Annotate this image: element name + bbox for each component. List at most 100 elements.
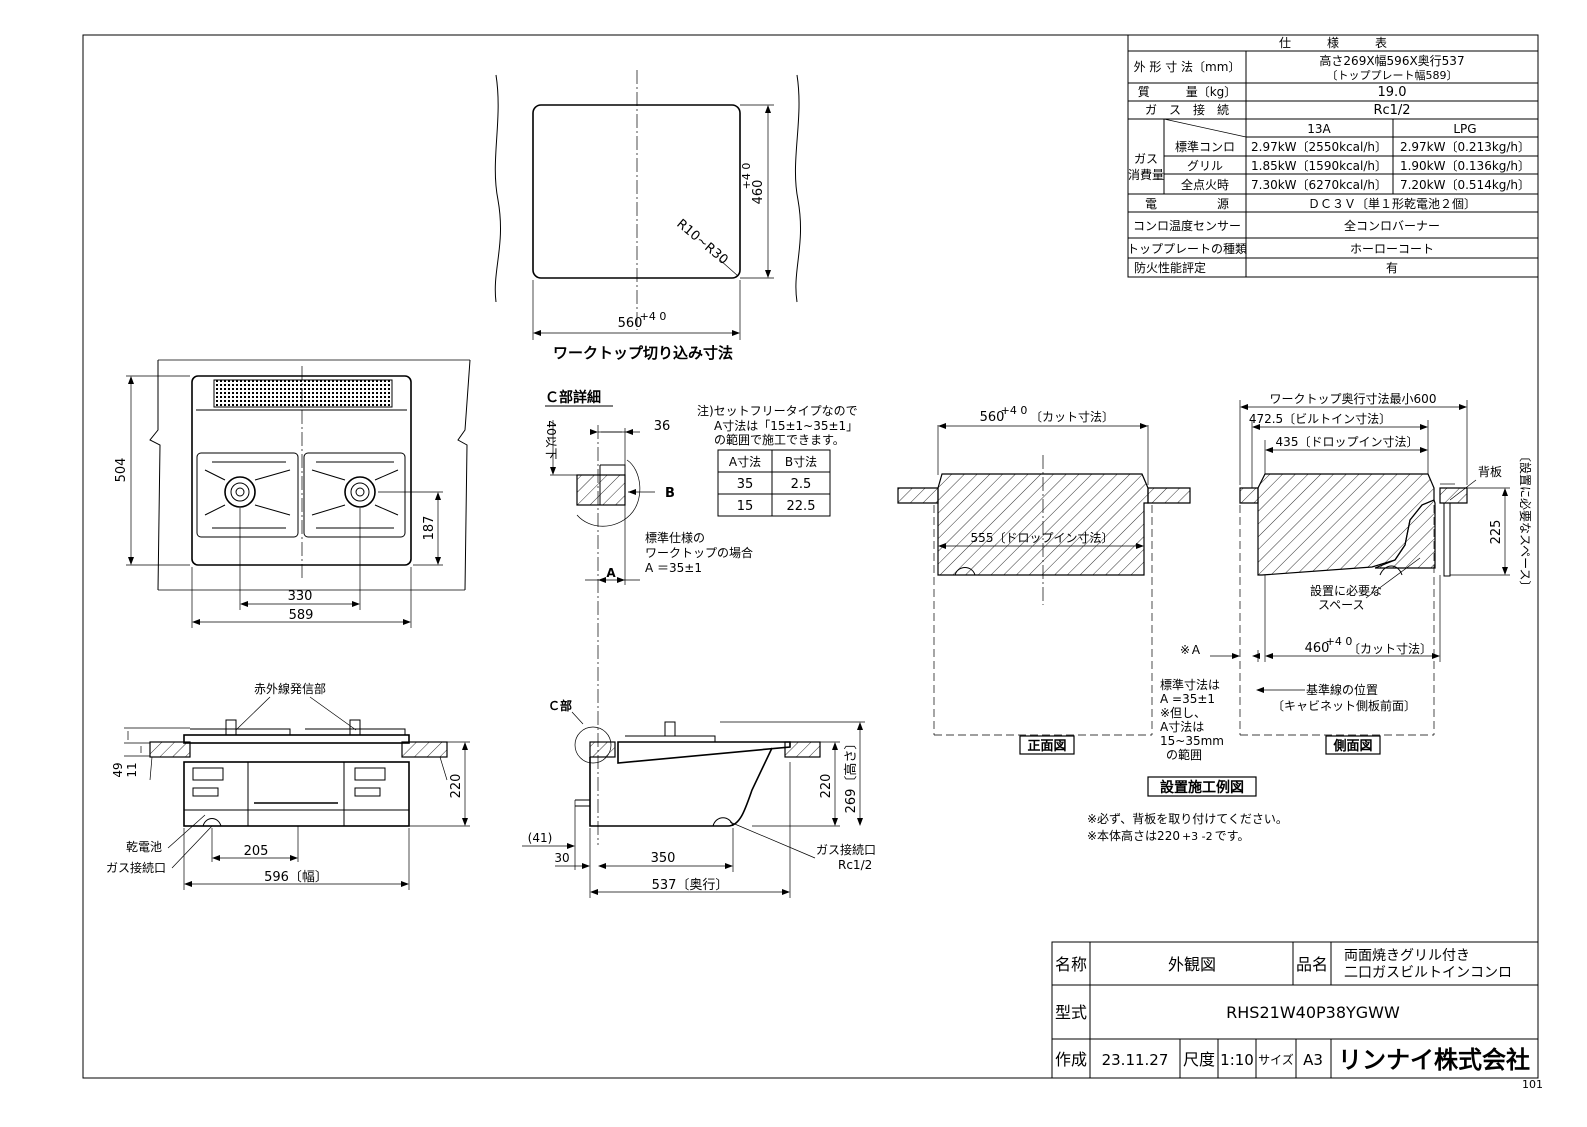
c-dim-36: 36 [654, 419, 671, 434]
inst-side-vert-note: 〔設置に必要なスペース〕 [1518, 450, 1533, 593]
tb-product-2: 二口ガスビルトインコンロ [1344, 965, 1512, 981]
inst-side-dim-435: 435〔ドロップイン寸法〕 [1276, 435, 1419, 449]
spec-label-size: 外 形 寸 法〔mm〕 [1134, 60, 1241, 74]
inst-side-dim-225: 225 [1489, 520, 1504, 545]
gas-col-lpg: LPG [1453, 122, 1476, 136]
spec-label-mass: 質 量〔kg〕 [1138, 84, 1237, 99]
inst-side-std-4: A寸法は [1160, 720, 1204, 734]
spec-title: 仕 様 表 [1279, 36, 1387, 50]
inst-side-dim-600: ワークトップ奥行寸法最小600 [1270, 392, 1437, 406]
c-table-head-b: B寸法 [785, 455, 817, 469]
inst-side-std-3: ※但し、 [1160, 706, 1206, 720]
c-note-3: の範囲で施工できます。 [714, 432, 845, 447]
ir-label: 赤外線発信部 [254, 681, 326, 696]
tb-model-value: RHS21W40P38YGWW [1226, 1003, 1400, 1022]
c-std-3: A ＝35±1 [645, 561, 702, 575]
inst-side-std-1: 標準寸法は [1160, 677, 1220, 692]
c-note-2: A寸法は「15±1~35±1」 [714, 419, 858, 433]
front-dim-596: 596〔幅〕 [264, 870, 328, 885]
spec-label-plate: トッププレートの種類 [1127, 242, 1247, 256]
inst-side-std-2: A =35±1 [1160, 692, 1215, 706]
install-front: 560 +4 0 〔カット寸法〕 555〔ドロップイン寸法〕 正面図 [897, 404, 1191, 755]
inst-side-dim-460-tol: +4 0 [1326, 635, 1353, 648]
c-detail-title: Ｃ部詳細 [545, 389, 601, 406]
side-c-label: Ｃ部 [548, 698, 572, 713]
inst-front-dim-555: 555〔ドロップイン寸法〕 [971, 531, 1114, 545]
inst-side-mark-a: ※Ａ [1180, 643, 1202, 657]
install-side: ワークトップ奥行寸法最小600 472.5〔ビルトイン寸法〕 435〔ドロップイ… [1160, 392, 1533, 762]
inst-side-space-2: スペース [1318, 598, 1365, 612]
gas-row-label: グリル [1187, 159, 1223, 173]
tb-scale-value: 1:10 [1220, 1051, 1254, 1069]
inst-side-std-5: 15~35mm [1160, 734, 1224, 748]
tb-model-label: 型式 [1055, 1003, 1087, 1022]
side-dim-537: 537〔奥行〕 [652, 878, 729, 893]
c-std-2: ワークトップの場合 [645, 545, 753, 560]
c-label-a: A [606, 566, 616, 580]
inst-side-base-line-2: 〔キャビネット側板前面〕 [1272, 698, 1416, 713]
tb-size-label: サイズ [1258, 1052, 1294, 1067]
spec-value-mass: 19.0 [1378, 85, 1407, 100]
cutout-radius: R10~R30 [673, 217, 730, 268]
gas-col-13a: 13A [1307, 122, 1331, 136]
top-pitch-dim: 330 [288, 589, 313, 604]
spec-label-sensor: コンロ温度センサー [1133, 218, 1241, 233]
tb-scale-label: 尺度 [1183, 1050, 1215, 1069]
front-dim-11: 11 [125, 762, 139, 777]
inst-side-space-1: 設置に必要な [1310, 583, 1382, 598]
tb-product-label: 品名 [1296, 955, 1328, 974]
inst-side-title: 側面図 [1332, 738, 1372, 754]
side-gas-size: Rc1/2 [838, 858, 872, 872]
side-dim-269: 269〔高さ〕 [843, 737, 859, 814]
page-code: 101 [1522, 1078, 1543, 1091]
c-std-1: 標準仕様の [645, 530, 705, 545]
tb-created-value: 23.11.27 [1102, 1051, 1169, 1069]
inst-side-backboard: 背板 [1478, 465, 1502, 479]
spec-value-size-sub: 〔トッププレート幅589〕 [1327, 69, 1458, 82]
cutout-width-tol: +4 0 [640, 310, 667, 323]
c-table-cell: 2.5 [791, 477, 812, 492]
gas-row-lpg: 7.20kW〔0.514kg/h〕 [1400, 178, 1530, 192]
tb-name-value: 外観図 [1168, 955, 1216, 974]
gas-row-13a: 1.85kW〔1590kcal/h〕 [1251, 159, 1387, 173]
gas-row-lpg: 2.97kW〔0.213kg/h〕 [1400, 140, 1530, 154]
inst-side-base-line: 基準線の位置 [1306, 682, 1378, 697]
side-gas-inlet: ガス接続口 [816, 842, 876, 857]
front-dim-49: 49 [111, 762, 125, 777]
inst-front-dim-560-note: 〔カット寸法〕 [1030, 410, 1114, 424]
tb-name-label: 名称 [1055, 955, 1087, 974]
gas-row-13a: 2.97kW〔2550kcal/h〕 [1251, 140, 1387, 154]
gas-group-label-2: 消費量 [1128, 167, 1164, 182]
c-note-1: 注)セットフリータイプなので [697, 403, 858, 418]
spec-label-fire: 防火性能評定 [1134, 260, 1206, 275]
cutout-width-dim: 560 [618, 316, 643, 331]
c-table-cell: 15 [737, 499, 754, 514]
tb-company: リンナイ株式会社 [1338, 1046, 1530, 1074]
install-example-title: 設置施工例図 [1160, 779, 1244, 796]
front-elevation: 赤外線発信部 49 11 220 乾電池 ガス接続口 205 596〔幅〕 [106, 681, 470, 890]
gas-inlet-label: ガス接続口 [106, 860, 166, 875]
side-dim-220: 220 [819, 774, 834, 799]
c-table-cell: 35 [737, 477, 754, 492]
spec-table: 仕 様 表 外 形 寸 法〔mm〕 高さ269X幅596X奥行537 〔トッププ… [1127, 34, 1539, 278]
c-label-b: B [665, 486, 675, 501]
gas-row-13a: 7.30kW〔6270kcal/h〕 [1251, 178, 1387, 192]
spec-value-fire: 有 [1386, 261, 1398, 275]
side-dim-30: 30 [554, 851, 569, 865]
top-burner-dim: 187 [422, 516, 437, 541]
tb-product-1: 両面焼きグリル付き [1344, 948, 1470, 964]
spec-value-power: ＤＣ３Ｖ〔単１形乾電池２個〕 [1308, 197, 1476, 211]
inst-side-dim-460-note: 〔カット寸法〕 [1348, 642, 1432, 656]
front-dim-205: 205 [244, 844, 269, 859]
cutout-depth-tol: +4 0 [740, 163, 753, 190]
spec-value-plate: ホーローコート [1350, 242, 1434, 256]
c-dim-40: 40以下 [544, 420, 558, 459]
gas-row-label: 標準コンロ [1175, 139, 1235, 154]
cutout-caption: ワークトップ切り込み寸法 [553, 344, 733, 362]
inst-side-std-6: の範囲 [1166, 747, 1202, 762]
side-elevation: Ｃ部 220 269〔高さ〕 (41) 30 350 [522, 698, 876, 898]
